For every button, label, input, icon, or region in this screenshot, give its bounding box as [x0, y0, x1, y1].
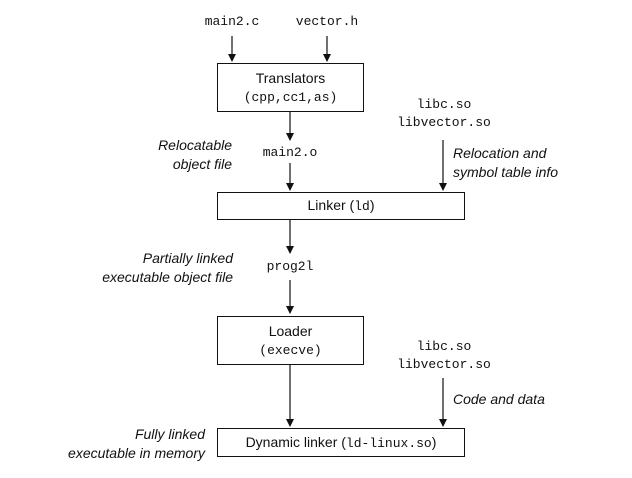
libvector-top-label: libvector.so [397, 115, 491, 130]
fully-linked-line2: executable in memory [68, 445, 205, 461]
vector-h-label: vector.h [295, 14, 359, 29]
dyn-linker-close: ) [431, 434, 437, 450]
linker-box: Linker (ld) [217, 192, 465, 220]
relocatable-caption: Relocatable object file [100, 136, 232, 174]
linker-label: Linker ( [307, 197, 355, 213]
libc-bottom-label: libc.so [416, 339, 472, 354]
partial-caption: Partially linked executable object file [60, 249, 233, 287]
loader-title: Loader [268, 323, 313, 339]
main-o-file: main2.o [250, 145, 330, 160]
loader-box: Loader (execve) [217, 316, 364, 365]
relocatable-line1: Relocatable [158, 137, 232, 153]
prog-label: prog2l [266, 259, 314, 274]
linker-close: ) [369, 197, 375, 213]
fully-linked-caption: Fully linked executable in memory [20, 425, 205, 463]
prog-file: prog2l [250, 259, 330, 274]
translators-box: Translators (cpp,cc1,as) [217, 63, 364, 112]
main-o-label: main2.o [262, 145, 318, 160]
libs-top: libc.so libvector.so [384, 96, 504, 132]
reloc-info-caption: Relocation and symbol table info [453, 144, 603, 182]
linker-cmd: ld [354, 199, 370, 214]
reloc-info-line1: Relocation and [453, 145, 547, 161]
dyn-linker-label: Dynamic linker ( [245, 434, 346, 450]
partial-line2: executable object file [102, 269, 233, 285]
relocatable-line2: object file [172, 156, 232, 172]
main-c-file: main2.c [192, 14, 272, 29]
loader-call: (execve) [259, 343, 322, 358]
dyn-linker-box: Dynamic linker (ld-linux.so) [217, 428, 465, 457]
code-data-label: Code and data [453, 391, 545, 407]
main-c-label: main2.c [204, 14, 260, 29]
libs-bottom: libc.so libvector.so [384, 338, 504, 374]
libvector-bottom-label: libvector.so [397, 357, 491, 372]
translators-title: Translators [255, 70, 326, 86]
vector-h-file: vector.h [282, 14, 372, 29]
code-data-caption: Code and data [453, 390, 603, 409]
translators-tools: (cpp,cc1,as) [243, 90, 338, 105]
partial-line1: Partially linked [142, 250, 233, 266]
fully-linked-line1: Fully linked [134, 426, 205, 442]
libc-top-label: libc.so [416, 97, 472, 112]
reloc-info-line2: symbol table info [453, 164, 559, 180]
dyn-linker-cmd: ld-linux.so [345, 436, 432, 451]
